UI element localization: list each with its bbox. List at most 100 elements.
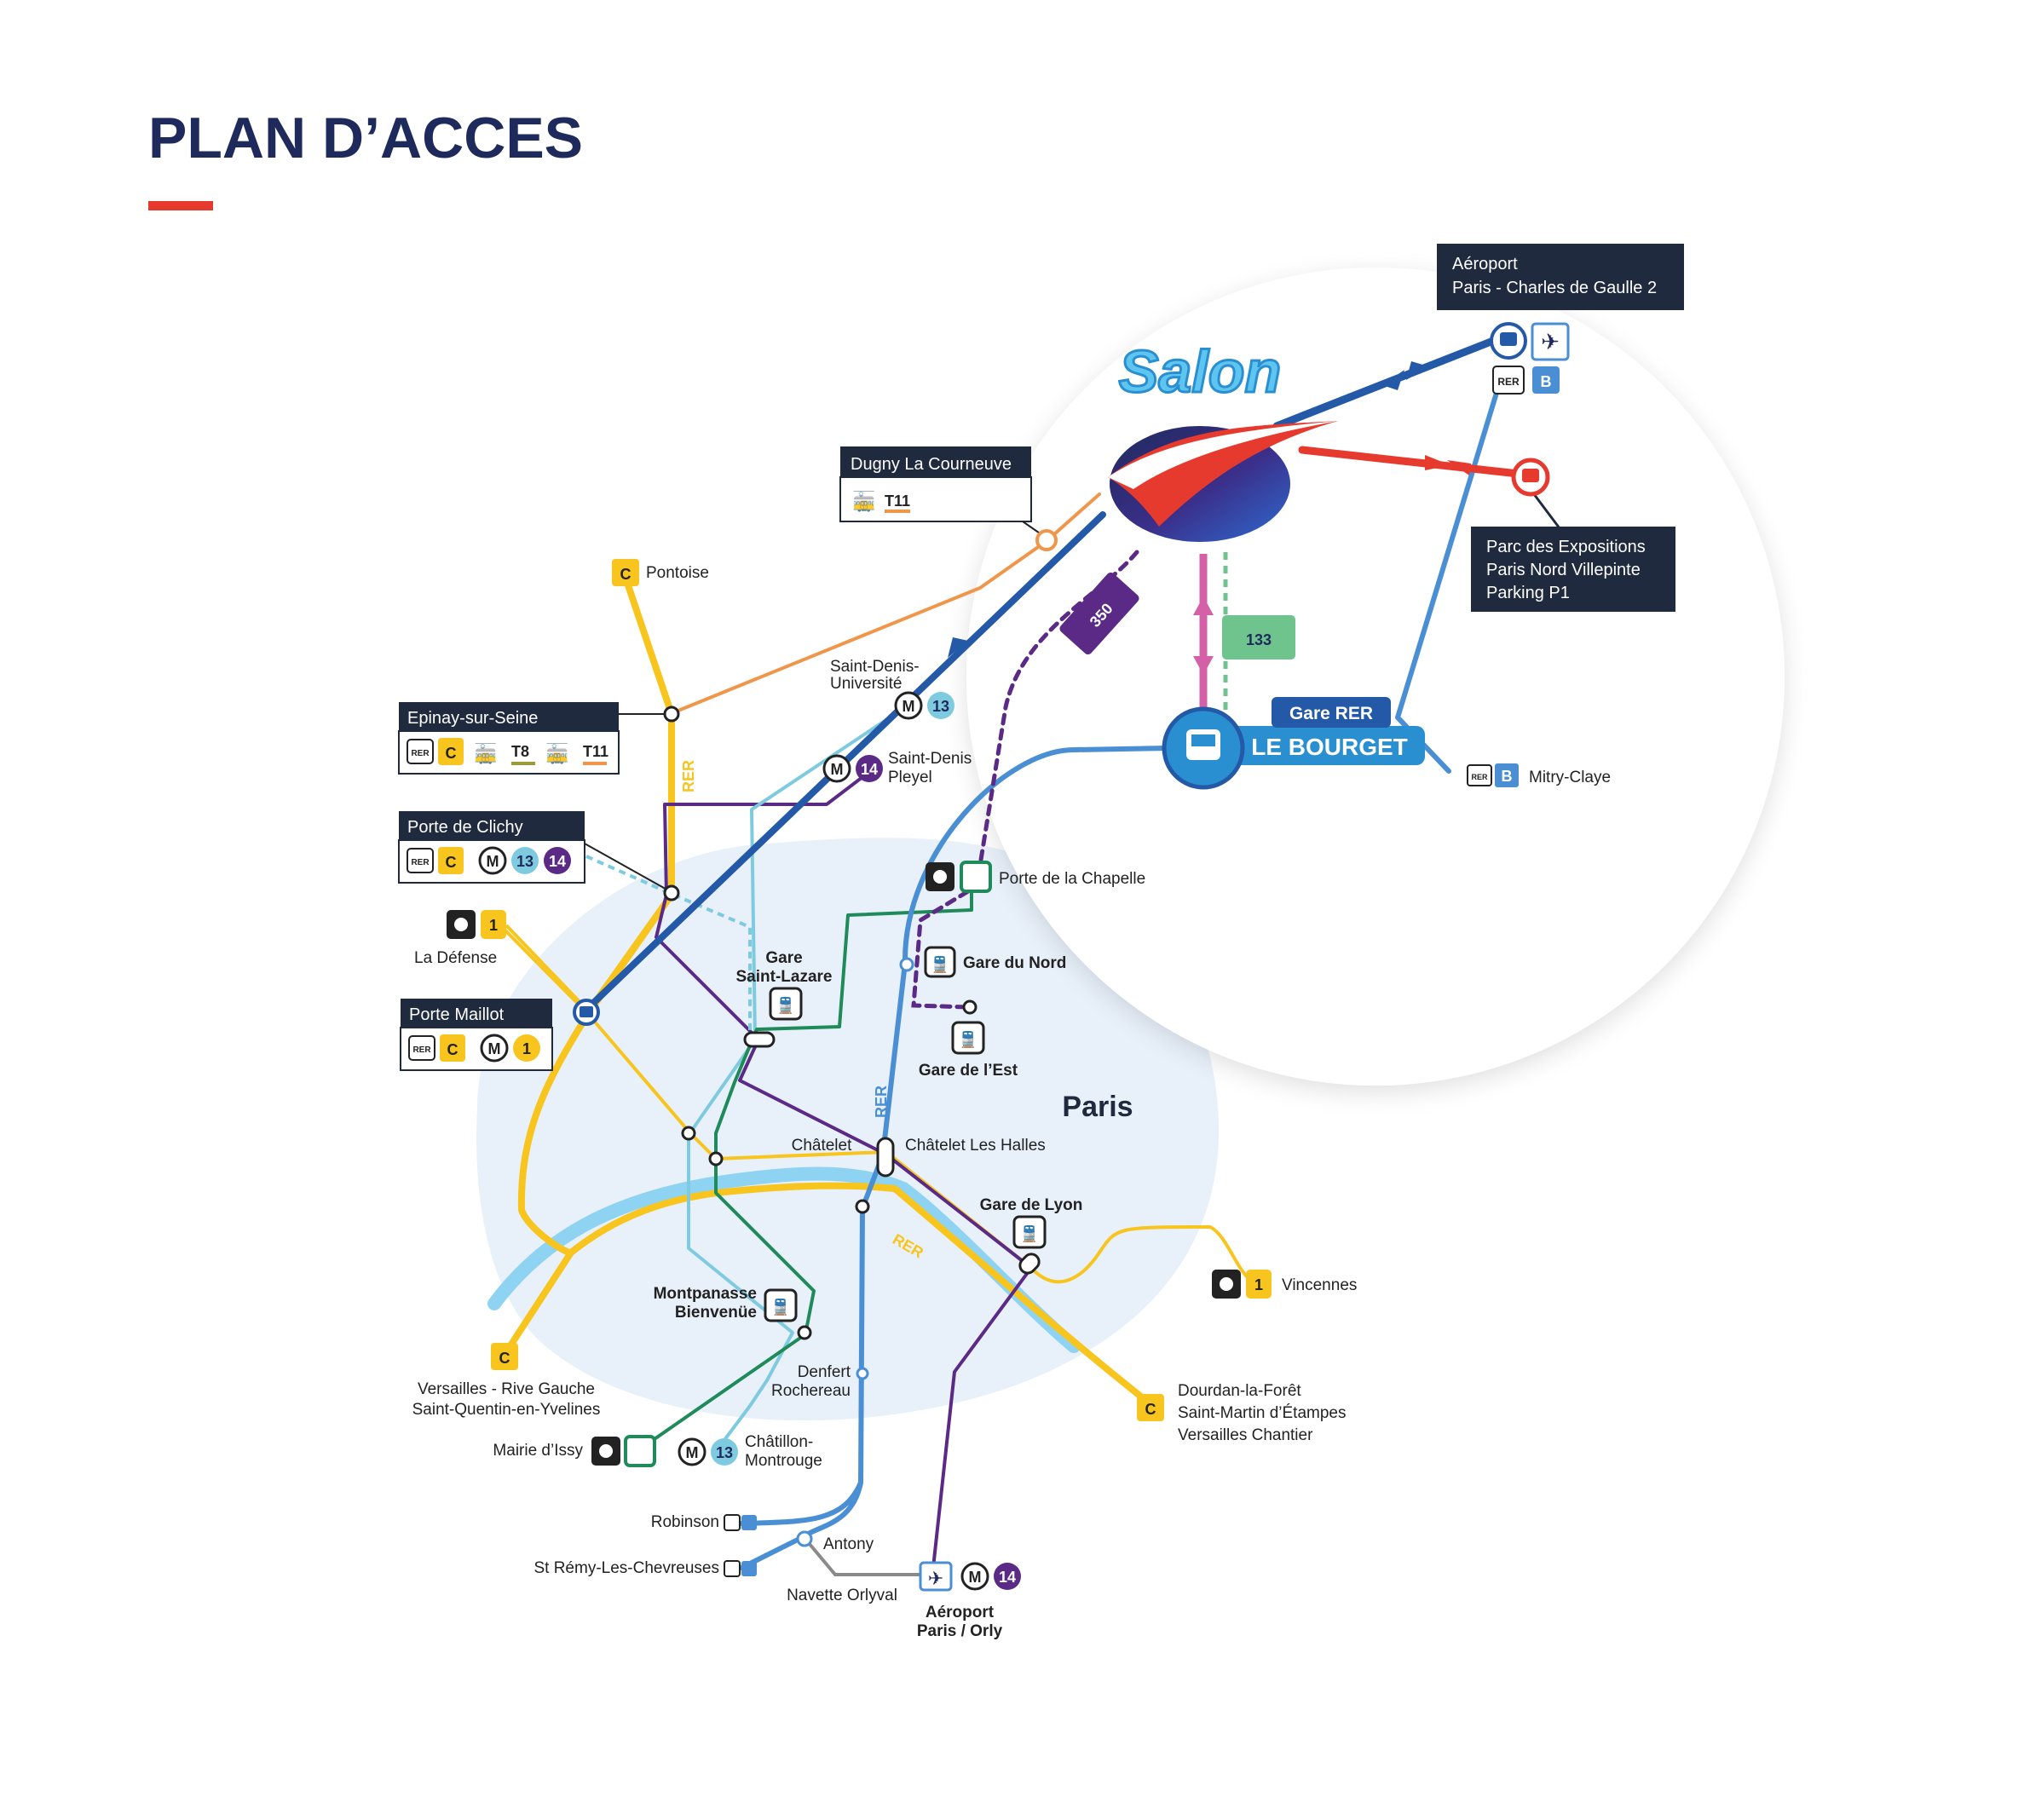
svg-text:C: C — [499, 1350, 510, 1367]
svg-text:14: 14 — [999, 1569, 1016, 1586]
station-gare-lyon: Gare de Lyon — [980, 1196, 1083, 1214]
bourget-top: Gare RER — [1289, 704, 1373, 723]
svg-text:1: 1 — [489, 917, 498, 934]
svg-text:RER: RER — [412, 1045, 431, 1055]
station-defense: La Défense — [414, 949, 497, 967]
maillot-box: Porte Maillot RER C M 1 — [400, 999, 553, 1071]
svg-text:B: B — [1541, 373, 1552, 390]
station-dourdan-2: Saint-Martin d’Étampes — [1178, 1404, 1346, 1422]
city-paris: Paris — [1062, 1091, 1133, 1123]
tram-icon: 🚋 — [852, 491, 875, 512]
svg-text:14: 14 — [861, 761, 878, 778]
svg-text:RER: RER — [1471, 773, 1488, 781]
rer-b-icon-mitry — [1495, 763, 1519, 787]
parc-box: Parc des Expositions Paris Nord Villepin… — [1471, 527, 1675, 612]
train-icon-nord — [924, 946, 956, 978]
dugny-node — [1035, 529, 1058, 551]
rer-icon-st-remy — [724, 1560, 741, 1577]
title-underline — [148, 201, 213, 210]
metro-icon-sd-univ — [894, 691, 923, 720]
svg-text:1: 1 — [522, 1040, 531, 1057]
cdg-icons: ✈ RER B — [1490, 322, 1570, 395]
navette-orlyval — [803, 1536, 934, 1576]
svg-text:✈: ✈ — [928, 1568, 943, 1589]
svg-text:C: C — [1145, 1401, 1156, 1418]
station-sd-univ-1: Saint-Denis- — [830, 658, 920, 676]
svg-text:M: M — [686, 1444, 699, 1461]
svg-text:RER: RER — [411, 858, 430, 867]
station-chatillon-2: Montrouge — [745, 1452, 822, 1470]
line-1-icon-defense — [481, 910, 506, 939]
rer-c-icon-versailles — [491, 1343, 518, 1370]
bus-133-label: 133 — [1246, 631, 1272, 648]
rer-label-2: RER — [873, 1086, 890, 1118]
rer-label-1: RER — [680, 760, 697, 792]
paris-area — [476, 838, 1219, 1421]
lyon-node — [1018, 1253, 1041, 1275]
montparnasse-node — [797, 1325, 812, 1340]
rer-b-icon-robinson — [741, 1515, 757, 1530]
rer-c-icon-pontoise — [612, 559, 639, 586]
le-bourget-station[interactable]: Gare RER LE BOURGET — [1162, 697, 1425, 790]
clichy-leader — [584, 843, 671, 892]
svg-text:M: M — [488, 1040, 501, 1057]
station-st-lazare-1: Gare — [765, 949, 802, 967]
green-icon-issy — [624, 1435, 656, 1467]
station-denfert-2: Rochereau — [771, 1382, 851, 1400]
svg-text:✈: ✈ — [1541, 329, 1560, 354]
green-line — [639, 884, 973, 1450]
station-antony: Antony — [823, 1535, 874, 1553]
rer-c-icon-dourdan — [1137, 1394, 1164, 1421]
parc-link — [1298, 446, 1523, 478]
st-michel-node — [855, 1199, 870, 1214]
station-orly-2: Paris / Orly — [917, 1622, 1003, 1640]
arrow-to-parc — [1425, 455, 1450, 470]
svg-text:🚋: 🚋 — [474, 743, 497, 764]
metro-13-branch — [585, 855, 752, 1040]
station-pontoise: Pontoise — [646, 564, 709, 582]
svg-text:B: B — [1502, 768, 1513, 785]
station-orly-1: Aéroport — [926, 1604, 995, 1621]
airplane-icon — [1531, 322, 1570, 361]
dugny-badge: T11 — [885, 492, 910, 510]
svg-text:🚆: 🚆 — [959, 1030, 978, 1048]
svg-text:M: M — [487, 853, 499, 870]
cdg-line2: Paris - Charles de Gaulle 2 — [1452, 279, 1657, 297]
station-vincennes: Vincennes — [1282, 1276, 1357, 1294]
arrow-down-salon — [948, 637, 968, 658]
station-versailles-2: Saint-Quentin-en-Yvelines — [412, 1401, 601, 1419]
svg-text:T11: T11 — [583, 743, 608, 760]
dugny-box: Dugny La Courneuve 🚋 T11 — [839, 446, 1032, 522]
rer-b-icon-st-remy — [741, 1561, 757, 1576]
chatelet-halles-node — [876, 1137, 895, 1178]
arrow-to-cdg — [1382, 370, 1404, 390]
svg-text:13: 13 — [716, 1444, 733, 1461]
rer-b-icon — [1532, 366, 1560, 394]
svg-text:🚆: 🚆 — [776, 996, 795, 1014]
station-montparnasse-2: Bienvenüe — [675, 1304, 757, 1322]
clichy-title: Porte de Clichy — [407, 818, 523, 837]
svg-text:C: C — [447, 1041, 458, 1058]
pink-arrow-down — [1193, 656, 1214, 675]
clichy-node — [663, 884, 680, 901]
svg-text:🚋: 🚋 — [545, 743, 568, 764]
epinay-title: Epinay-sur-Seine — [407, 709, 538, 728]
cdg-box: Aéroport Paris - Charles de Gaulle 2 — [1437, 244, 1684, 310]
metro-13-line — [687, 704, 909, 1442]
line-13-icon-sd-univ — [927, 692, 954, 719]
station-dourdan-1: Dourdan-la-Forêt — [1178, 1382, 1301, 1400]
salon-swoosh — [1108, 421, 1338, 527]
station-chatelet-halles: Châtelet Les Halles — [905, 1137, 1046, 1155]
station-chatelet: Châtelet — [792, 1137, 852, 1155]
svg-text:1: 1 — [1254, 1276, 1263, 1293]
svg-text:C: C — [620, 566, 631, 583]
label-navette: Navette Orlyval — [787, 1587, 897, 1604]
pink-arrow-up — [1193, 596, 1214, 615]
station-dourdan-3: Versailles Chantier — [1178, 1426, 1313, 1444]
station-chapelle: Porte de la Chapelle — [999, 870, 1145, 888]
svg-text:C: C — [446, 854, 457, 871]
station-montparnasse-1: Montpanasse — [654, 1285, 757, 1303]
line-1-west — [505, 924, 588, 1011]
page-title: PLAN D’ACCES — [148, 106, 583, 170]
